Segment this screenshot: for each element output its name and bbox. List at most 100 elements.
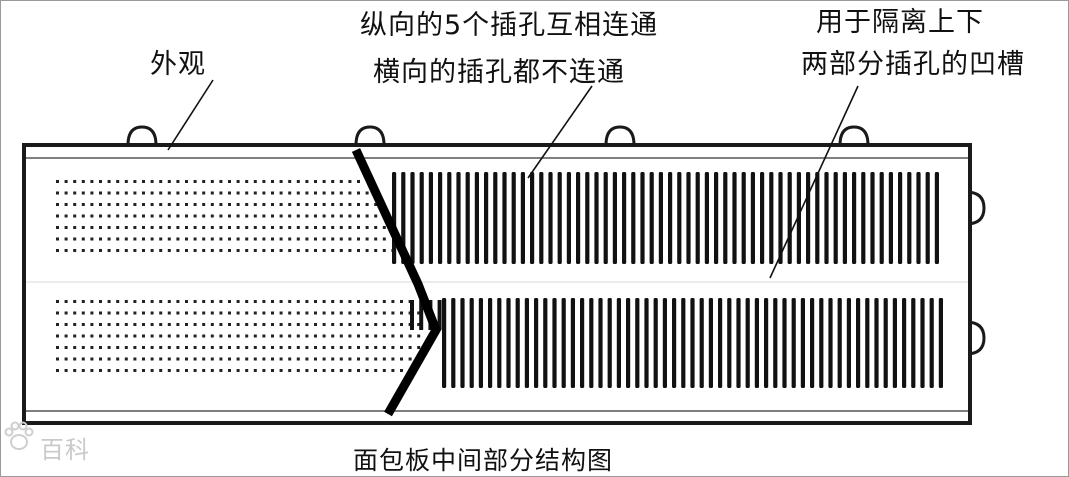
hole [262, 214, 266, 218]
connection-strip [626, 298, 631, 388]
hole [357, 346, 360, 349]
connection-strip [668, 172, 673, 264]
hole [124, 249, 128, 252]
connection-strip [580, 298, 585, 388]
hole [279, 334, 283, 338]
hole [90, 346, 94, 349]
hole [64, 369, 68, 372]
hole [81, 334, 85, 338]
hole [167, 357, 171, 361]
hole [262, 357, 266, 361]
hole [382, 226, 386, 229]
hole [348, 191, 352, 195]
hole [305, 346, 309, 349]
connection-strip [438, 172, 443, 264]
connection-strip [598, 298, 603, 388]
hole [253, 249, 257, 252]
connection-strip [557, 172, 562, 264]
figure-caption: 面包板中间部分结构图 [353, 446, 614, 475]
connection-strip [892, 298, 897, 388]
hole [210, 226, 214, 229]
hole [288, 226, 292, 229]
hole [228, 237, 231, 241]
hole [322, 323, 326, 326]
hole [90, 369, 94, 372]
connection-strip [672, 298, 677, 388]
hole [245, 311, 249, 315]
connection-strip [594, 172, 599, 264]
hole [339, 191, 343, 195]
connection-strip [695, 172, 700, 264]
hole [56, 180, 59, 183]
hole [322, 311, 326, 315]
hole [210, 300, 214, 303]
hole [73, 334, 77, 338]
hole [176, 249, 180, 252]
hole [167, 226, 171, 229]
hole [288, 346, 292, 349]
hole [296, 323, 300, 326]
hole [228, 191, 231, 195]
hole [142, 191, 145, 195]
hole [236, 180, 240, 183]
hole [391, 334, 395, 338]
watermark-paw-icon [4, 421, 34, 450]
hole [357, 180, 360, 183]
hole [167, 346, 171, 349]
hole [107, 214, 111, 218]
connection-strip [502, 172, 507, 264]
hole [210, 237, 214, 241]
connection-strip [800, 298, 805, 388]
top-mounting-tabs [126, 125, 870, 146]
connection-strip [534, 298, 539, 388]
connection-strip [631, 172, 636, 264]
hole [124, 214, 128, 218]
hole [210, 334, 214, 338]
hole [348, 203, 352, 206]
hole [64, 300, 68, 303]
hole [374, 311, 378, 315]
hole [107, 249, 111, 252]
hole [271, 191, 274, 195]
hole [99, 203, 102, 206]
hole [150, 226, 154, 229]
hole [296, 249, 300, 252]
hole [64, 346, 68, 349]
hole [64, 214, 68, 218]
connection-strip [392, 172, 397, 264]
hole [357, 357, 360, 361]
hole [331, 226, 335, 229]
hole [64, 323, 68, 326]
hole [245, 237, 249, 241]
hole [150, 214, 154, 218]
hole [142, 323, 145, 326]
hole [331, 334, 335, 338]
hole [339, 311, 343, 315]
hole [116, 323, 120, 326]
hole [305, 237, 309, 241]
hole [159, 311, 163, 315]
hole [331, 346, 335, 349]
hole [142, 214, 145, 218]
hole [150, 237, 154, 241]
hole [271, 203, 274, 206]
hole [382, 300, 386, 303]
hole [159, 346, 163, 349]
label-horizontal-not-connected: 横向的插孔都不连通 [373, 57, 625, 88]
hole [339, 249, 343, 252]
hole [90, 334, 94, 338]
hole [167, 311, 171, 315]
hole [228, 203, 231, 206]
hole [99, 214, 102, 218]
connection-strip [791, 298, 796, 388]
connection-strip [934, 172, 939, 264]
hole [417, 346, 421, 349]
hole [296, 203, 300, 206]
hole [253, 357, 257, 361]
hole [331, 180, 335, 183]
hole [322, 237, 326, 241]
hole [210, 311, 214, 315]
connection-strip [488, 298, 493, 388]
hole [56, 214, 59, 218]
hole [228, 346, 231, 349]
